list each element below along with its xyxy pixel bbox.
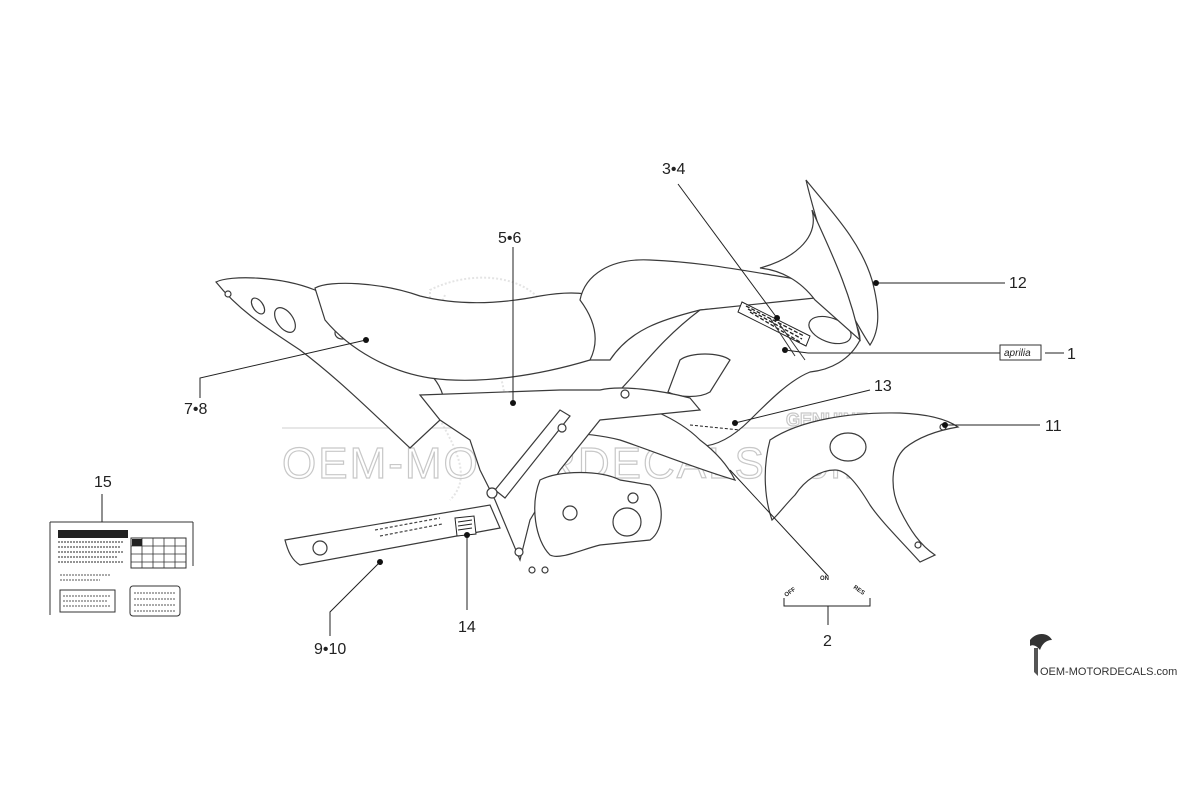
swingarm-decal bbox=[374, 515, 477, 537]
callout-2: 2 bbox=[823, 633, 832, 650]
switch-label-off: OFF bbox=[784, 587, 798, 599]
motorcycle-fairing-parts bbox=[215, 179, 960, 574]
frame-bolt bbox=[541, 566, 549, 574]
switch-decal: OFF ON RES bbox=[784, 576, 866, 599]
callout-15: 15 bbox=[94, 474, 112, 491]
engine-hub bbox=[627, 492, 639, 504]
frame-bolt bbox=[514, 547, 524, 557]
tail-hole bbox=[250, 297, 266, 315]
aprilia-badge-text: aprilia bbox=[1004, 348, 1031, 359]
warning-labels-sheet bbox=[49, 521, 194, 617]
frame-rail bbox=[418, 387, 702, 562]
upper-fairing bbox=[759, 209, 861, 342]
engine-hub bbox=[612, 507, 642, 537]
callout-14: 14 bbox=[458, 619, 476, 636]
tail-bolt bbox=[224, 290, 232, 298]
frame-bolt bbox=[557, 423, 567, 433]
callout-7-8: 7•8 bbox=[184, 401, 208, 418]
frame-bolt bbox=[486, 487, 498, 499]
brand-logo-icon bbox=[1030, 634, 1052, 676]
callout-9-10: 9•10 bbox=[314, 641, 346, 658]
engine-cover bbox=[534, 471, 662, 557]
switch-label-on: ON bbox=[820, 576, 829, 582]
frame-bolt bbox=[620, 389, 630, 399]
footer-brand: OEM-MOTORDECALS.com bbox=[1030, 634, 1177, 678]
engine-hub bbox=[562, 505, 578, 521]
callout-numbers: 1 2 3•4 5•6 7•8 9•10 11 12 13 14 15 bbox=[94, 161, 1076, 658]
switch-label-res: RES bbox=[852, 585, 866, 597]
callout-12: 12 bbox=[1009, 275, 1027, 292]
callout-5-6: 5•6 bbox=[498, 230, 522, 247]
mudguard-bolt bbox=[914, 541, 922, 549]
callout-3-4: 3•4 bbox=[662, 161, 686, 178]
aprilia-badge-decal: aprilia bbox=[999, 344, 1042, 361]
fairing-logo-decal bbox=[737, 301, 811, 361]
leader-lines bbox=[101, 183, 1064, 636]
callout-13: 13 bbox=[874, 378, 892, 395]
mudguard-hole bbox=[829, 432, 867, 462]
callout-1: 1 bbox=[1067, 346, 1076, 363]
tail-hole bbox=[274, 307, 296, 333]
brand-text: OEM-MOTORDECALS.com bbox=[1040, 666, 1177, 678]
frame-bolt bbox=[528, 566, 536, 574]
front-mudguard bbox=[764, 412, 960, 563]
frame-brace bbox=[494, 409, 571, 499]
swingarm-bolt bbox=[312, 540, 328, 556]
callout-11: 11 bbox=[1045, 418, 1062, 435]
